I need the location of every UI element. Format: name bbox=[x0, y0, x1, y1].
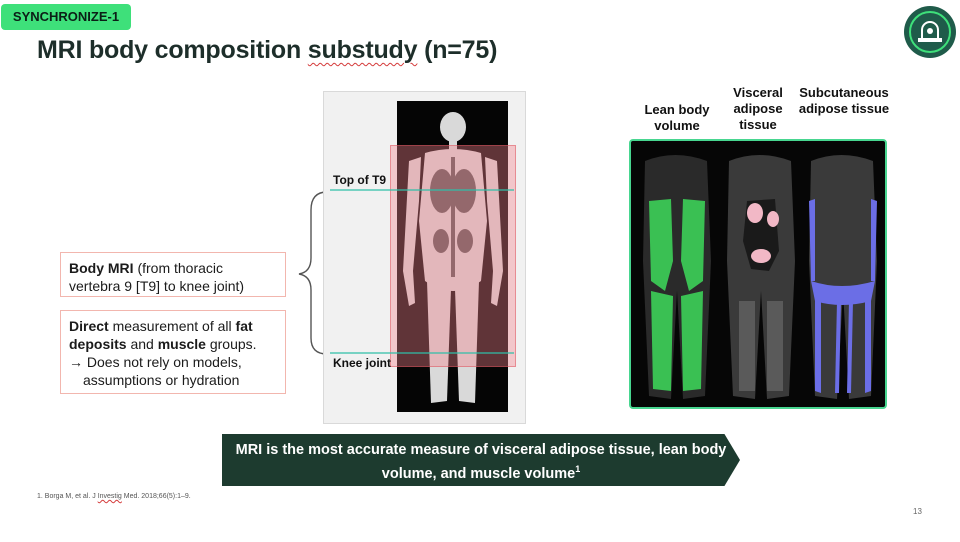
conclusion-banner: MRI is the most accurate measure of visc… bbox=[222, 434, 740, 486]
section-tag: SYNCHRONIZE-1 bbox=[1, 4, 131, 30]
page-number: 13 bbox=[913, 507, 922, 516]
no-models-bullet: → Does not rely on models, assumptions o… bbox=[69, 354, 242, 388]
direct-measurement-box: Direct measurement of all fat deposits a… bbox=[60, 310, 286, 394]
segmented-mri-scans bbox=[629, 139, 887, 409]
curly-brace bbox=[298, 191, 328, 355]
page-title: MRI body composition substudy (n=75) bbox=[37, 36, 498, 64]
measurement-region-overlay bbox=[390, 145, 516, 367]
lean-body-scan bbox=[643, 155, 711, 399]
visceral-adipose-header: Visceral adipose tissue bbox=[733, 85, 783, 132]
lean-body-volume-header: Lean body volume bbox=[644, 102, 710, 133]
subcutaneous-adipose-header: Subcutaneous adipose tissue bbox=[798, 85, 890, 116]
full-body-mri-image bbox=[397, 101, 508, 412]
top-of-t9-label: Top of T9 bbox=[333, 173, 387, 187]
mri-scanner-logo-icon bbox=[904, 6, 956, 58]
reference-footnote: 1. Borga M, et al. J Investig Med. 2018;… bbox=[37, 493, 191, 500]
subcutaneous-adipose-scan bbox=[809, 155, 877, 399]
visceral-adipose-scan bbox=[727, 155, 795, 399]
knee-joint-label: Knee joint bbox=[333, 356, 392, 370]
body-mri-box: Body MRI (from thoracic vertebra 9 [T9] … bbox=[60, 252, 286, 297]
region-guide-lines bbox=[330, 189, 514, 354]
